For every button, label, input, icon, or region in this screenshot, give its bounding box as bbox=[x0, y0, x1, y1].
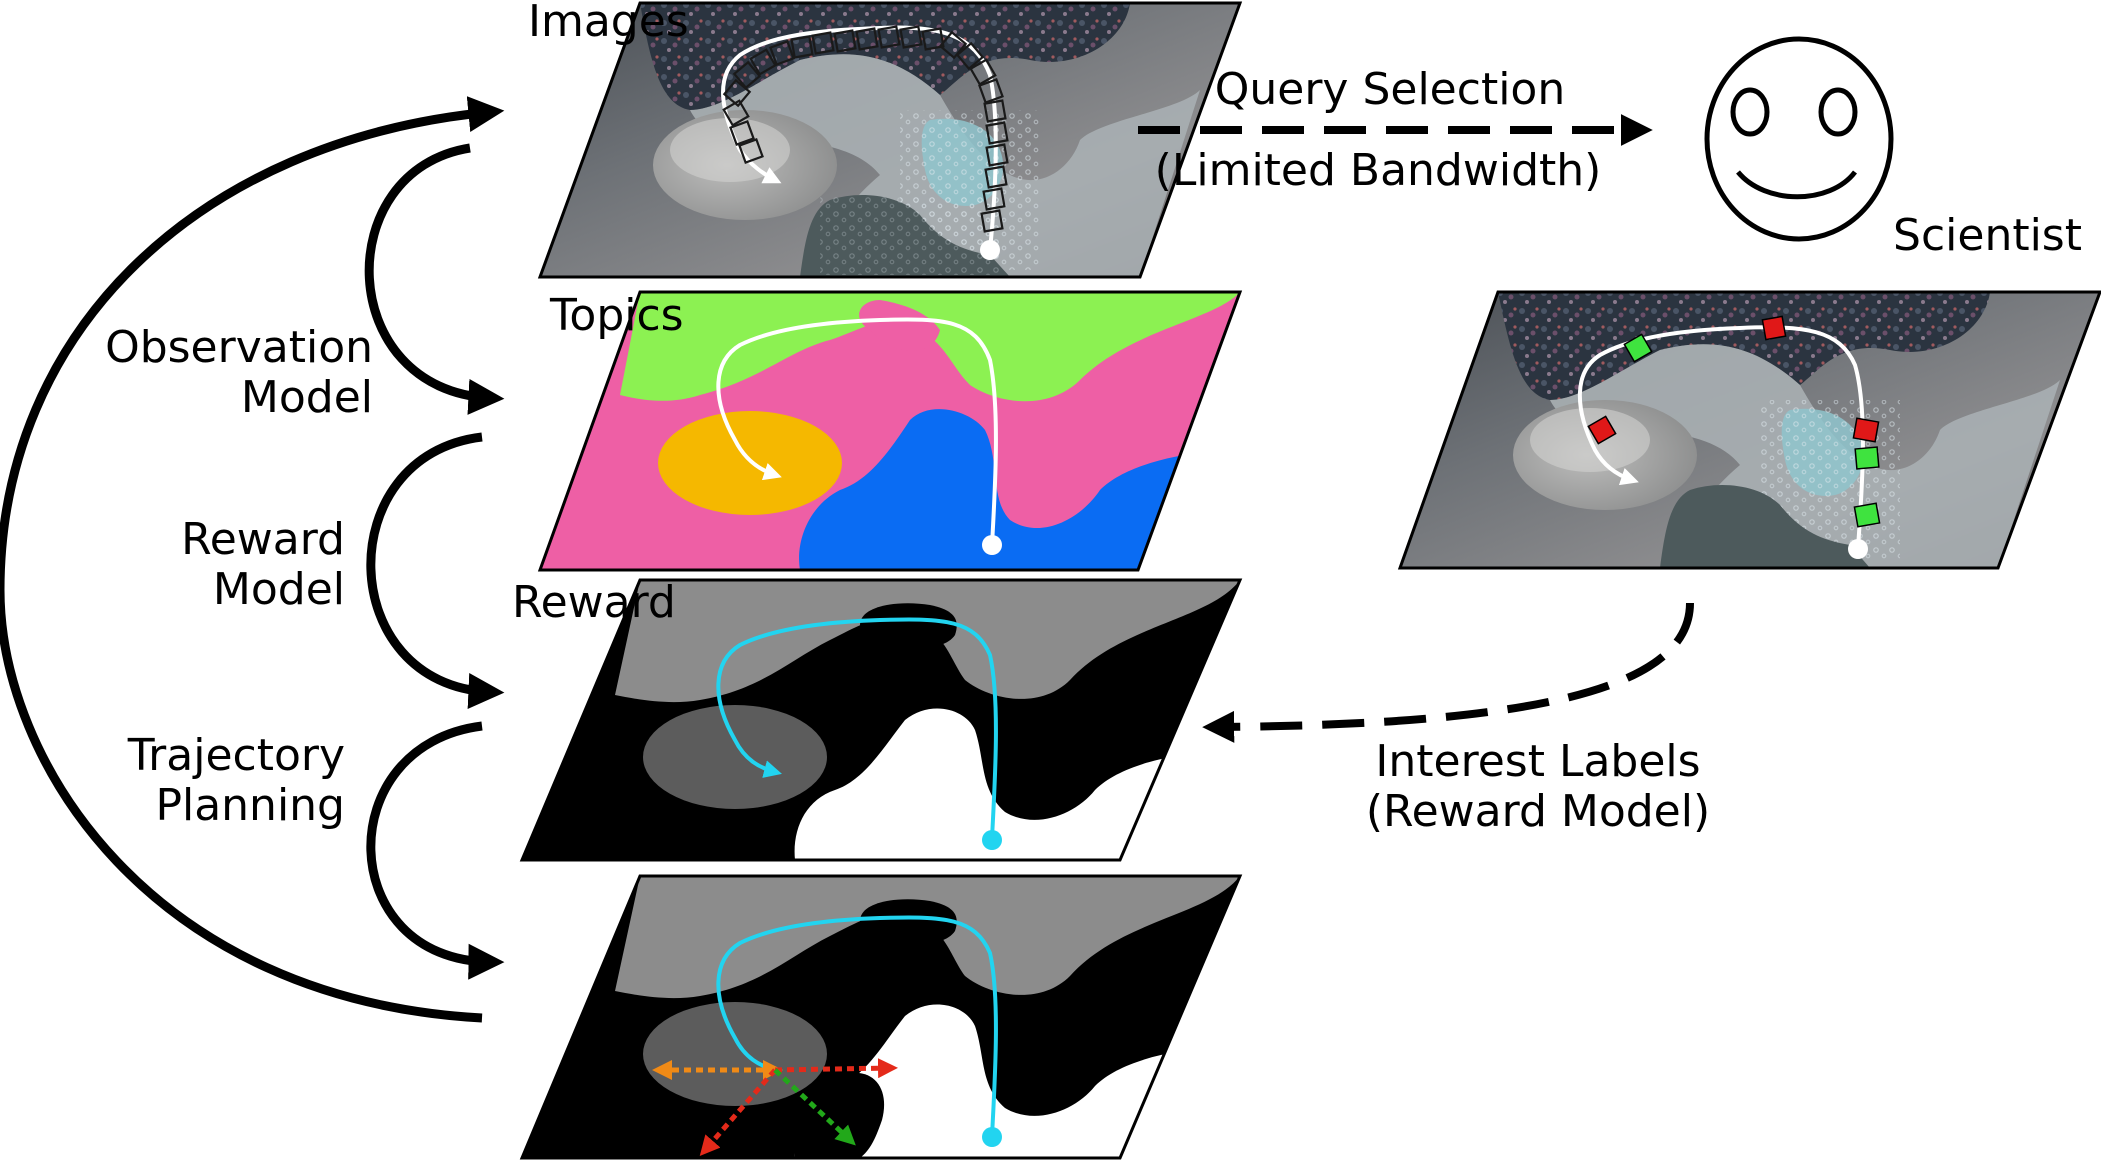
smiley-face-icon bbox=[1704, 36, 1894, 242]
query-selection-label-line1: Query Selection bbox=[1215, 64, 1565, 115]
scientist-label: Scientist bbox=[1893, 210, 2082, 261]
interest-labels: Interest Labels (Reward Model) bbox=[1202, 602, 1710, 837]
topics-path bbox=[716, 317, 1002, 555]
images-path bbox=[721, 25, 1009, 260]
action-arrow-red-down bbox=[699, 1068, 777, 1157]
interest-labels-label-line1: Interest Labels bbox=[1375, 736, 1700, 787]
reward-layer-label: Reward bbox=[512, 577, 676, 628]
reward-layer: Reward bbox=[512, 577, 1243, 862]
observation-model-arrow bbox=[364, 143, 505, 415]
loop-labels: Observation Model Reward Model Trajector… bbox=[105, 322, 373, 831]
scientist: Scientist bbox=[1704, 36, 2082, 261]
scientist-labeled-image bbox=[1397, 290, 2101, 570]
trajectory-planning-label-line1: Trajectory bbox=[127, 730, 345, 781]
topics-layer-label: Topics bbox=[549, 290, 684, 341]
reward-model-arrow bbox=[366, 432, 505, 709]
outer-loop-arrow bbox=[0, 96, 505, 1023]
observation-model-label-line2: Model bbox=[241, 372, 373, 423]
reward-model-label-line1: Reward bbox=[181, 514, 345, 565]
trajectory-planning-arrow bbox=[366, 721, 505, 980]
reward-path bbox=[716, 617, 1002, 850]
query-sample-squares bbox=[722, 25, 1009, 233]
images-layer-label: Images bbox=[528, 0, 689, 47]
interest-label-markers bbox=[1587, 315, 1881, 528]
loop-arrows bbox=[0, 96, 505, 1023]
query-selection-label-line2: (Limited Bandwidth) bbox=[1155, 145, 1602, 196]
planning-layer bbox=[519, 874, 1243, 1160]
interest-labels-label-line2: (Reward Model) bbox=[1366, 786, 1710, 837]
trajectory-planning-label-line2: Planning bbox=[155, 780, 345, 831]
reward-model-label-line2: Model bbox=[213, 564, 345, 615]
observation-model-label-line1: Observation bbox=[105, 322, 373, 373]
topics-layer: Topics bbox=[537, 290, 1243, 572]
planning-path bbox=[716, 915, 1002, 1147]
images-layer: Images bbox=[528, 0, 1243, 279]
action-arrow-green bbox=[773, 1068, 856, 1146]
candidate-actions bbox=[652, 1058, 898, 1157]
query-selection: Query Selection (Limited Bandwidth) bbox=[1138, 64, 1653, 196]
